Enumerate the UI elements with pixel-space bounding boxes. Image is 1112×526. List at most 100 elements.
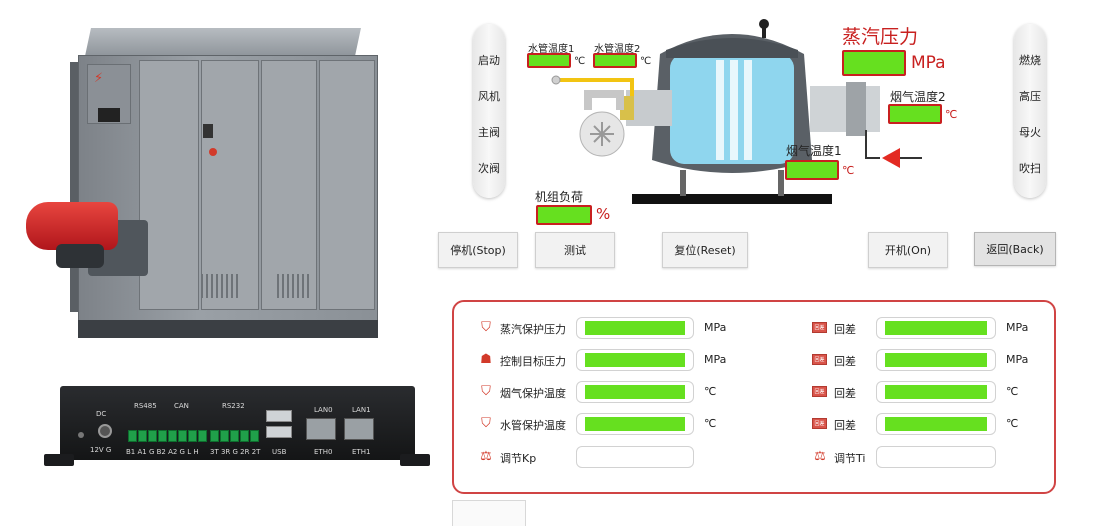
ti-label: 调节Ti <box>834 452 866 465</box>
water-temp-2-unit: ℃ <box>640 56 652 67</box>
steam-protect-diff-field[interactable] <box>876 317 996 339</box>
dc-label: DC <box>96 410 107 418</box>
field-value-fill <box>885 353 987 367</box>
eth1-label: ETH1 <box>352 448 371 456</box>
water-temp-2-value <box>593 53 637 68</box>
fire-tube <box>730 60 738 160</box>
balance-scale-icon: ⚖ <box>814 449 826 464</box>
stop-button[interactable]: 停机(Stop) <box>438 232 518 268</box>
terminal-pin <box>250 430 259 442</box>
shield-icon: ⛉ <box>481 384 491 399</box>
on-button[interactable]: 开机(On) <box>868 232 948 268</box>
kp-label: 调节Kp <box>500 452 537 465</box>
terminal-pin <box>220 430 229 442</box>
vent-grille <box>201 274 241 298</box>
control-start[interactable]: 启动 <box>478 54 500 67</box>
water-temp-1-label: 水管温度1 <box>528 44 575 55</box>
flue-protect-temp-label: 烟气保护温度 <box>500 387 566 400</box>
balance-scale-icon: ⚖ <box>480 449 492 464</box>
shield-icon: ⛉ <box>481 416 491 431</box>
steam-pressure-unit: MPa <box>911 53 946 73</box>
control-main-valve[interactable]: 主阀 <box>478 126 500 139</box>
control-display <box>98 108 120 122</box>
field-value-fill <box>885 417 987 431</box>
field-value-fill <box>585 353 685 367</box>
brand-logo: ⚡ <box>94 71 104 86</box>
control-secondary-valve[interactable]: 次阀 <box>478 162 500 175</box>
lan1-label: LAN1 <box>352 406 371 414</box>
water-pipe <box>556 78 634 96</box>
control-target-diff-unit: MPa <box>1006 353 1029 366</box>
water-protect-temp-unit: ℃ <box>704 417 717 430</box>
water-temp-2-label: 水管温度2 <box>594 44 641 55</box>
generator-cabinet-side <box>70 62 80 312</box>
water-protect-temp-field[interactable] <box>576 413 694 435</box>
water-protect-temp-label: 水管保护温度 <box>500 419 566 432</box>
ethernet-port-1 <box>344 418 374 440</box>
steam-protect-diff-unit: MPa <box>1006 321 1029 334</box>
difference-icon: 回差 <box>812 322 827 333</box>
blower-duct <box>584 90 624 110</box>
gateway-device: DC 12V G RS485 CAN RS232 B1 A1 G B2 A2 G… <box>60 386 415 460</box>
water-protect-diff-unit: ℃ <box>1006 417 1019 430</box>
terminal-pin <box>158 430 167 442</box>
dc-port <box>98 424 112 438</box>
control-pilot-flame[interactable]: 母火 <box>1019 126 1041 139</box>
control-combustion[interactable]: 燃烧 <box>1019 54 1041 67</box>
difference-icon: 回差 <box>812 386 827 397</box>
generator-cabinet: ⚡ <box>78 55 378 325</box>
usb-label: USB <box>272 448 287 456</box>
brand-plate: ⚡ <box>87 64 131 124</box>
cabinet-door-2 <box>201 60 259 310</box>
control-fan[interactable]: 风机 <box>478 90 500 103</box>
boiler-process-diagram <box>551 19 922 204</box>
terminal-pin <box>210 430 219 442</box>
field-value-fill <box>585 321 685 335</box>
terminal-pin <box>168 430 177 442</box>
fire-tube <box>744 60 752 160</box>
burner-fan <box>56 244 104 268</box>
cabinet-door-3 <box>261 60 317 310</box>
control-purge[interactable]: 吹扫 <box>1019 162 1041 175</box>
unit-load-unit: % <box>596 205 611 223</box>
pump-arrow <box>882 148 900 168</box>
control-target-diff-field[interactable] <box>876 349 996 371</box>
back-button[interactable]: 返回(Back) <box>974 232 1056 266</box>
control-target-pressure-field[interactable] <box>576 349 694 371</box>
bottom-tab[interactable] <box>452 500 526 526</box>
test-button[interactable]: 测试 <box>535 232 615 268</box>
reset-button[interactable]: 复位(Reset) <box>662 232 748 268</box>
ethernet-port-0 <box>306 418 336 440</box>
control-target-diff-label: 回差 <box>834 355 856 368</box>
flue-protect-temp-field[interactable] <box>576 381 694 403</box>
unit-load-label: 机组负荷 <box>535 190 584 204</box>
product-photos: ⚡ DC 12V G RS485 CAN RS232 <box>0 0 432 526</box>
left-control-pill <box>473 24 505 198</box>
terminal-pin <box>138 430 147 442</box>
kp-field[interactable] <box>576 446 694 468</box>
terminal-pin <box>230 430 239 442</box>
terminal-block <box>128 430 207 442</box>
terminal-pin <box>178 430 187 442</box>
steam-protect-pressure-label: 蒸汽保护压力 <box>500 323 566 336</box>
flue-protect-diff-field[interactable] <box>876 381 996 403</box>
control-high-pressure[interactable]: 高压 <box>1019 90 1041 103</box>
water-protect-diff-field[interactable] <box>876 413 996 435</box>
terminal-pins-label: B1 A1 G B2 A2 G L H <box>126 448 199 456</box>
steam-pressure-value <box>842 50 906 76</box>
terminal-pin <box>148 430 157 442</box>
generator-cabinet-top <box>85 28 361 56</box>
terminal-pin <box>240 430 249 442</box>
ti-field[interactable] <box>876 446 996 468</box>
mounting-ear-right <box>400 454 430 466</box>
indicator-light <box>209 148 217 156</box>
ground-screw <box>78 432 84 438</box>
pipe-end <box>551 75 561 85</box>
flue-temp-1-unit: ℃ <box>842 164 855 177</box>
cabinet-base <box>78 320 378 338</box>
water-temp-1-value <box>527 53 571 68</box>
flue-protect-temp-unit: ℃ <box>704 385 717 398</box>
control-box <box>203 124 213 138</box>
steam-protect-pressure-field[interactable] <box>576 317 694 339</box>
safety-valve <box>759 19 769 29</box>
